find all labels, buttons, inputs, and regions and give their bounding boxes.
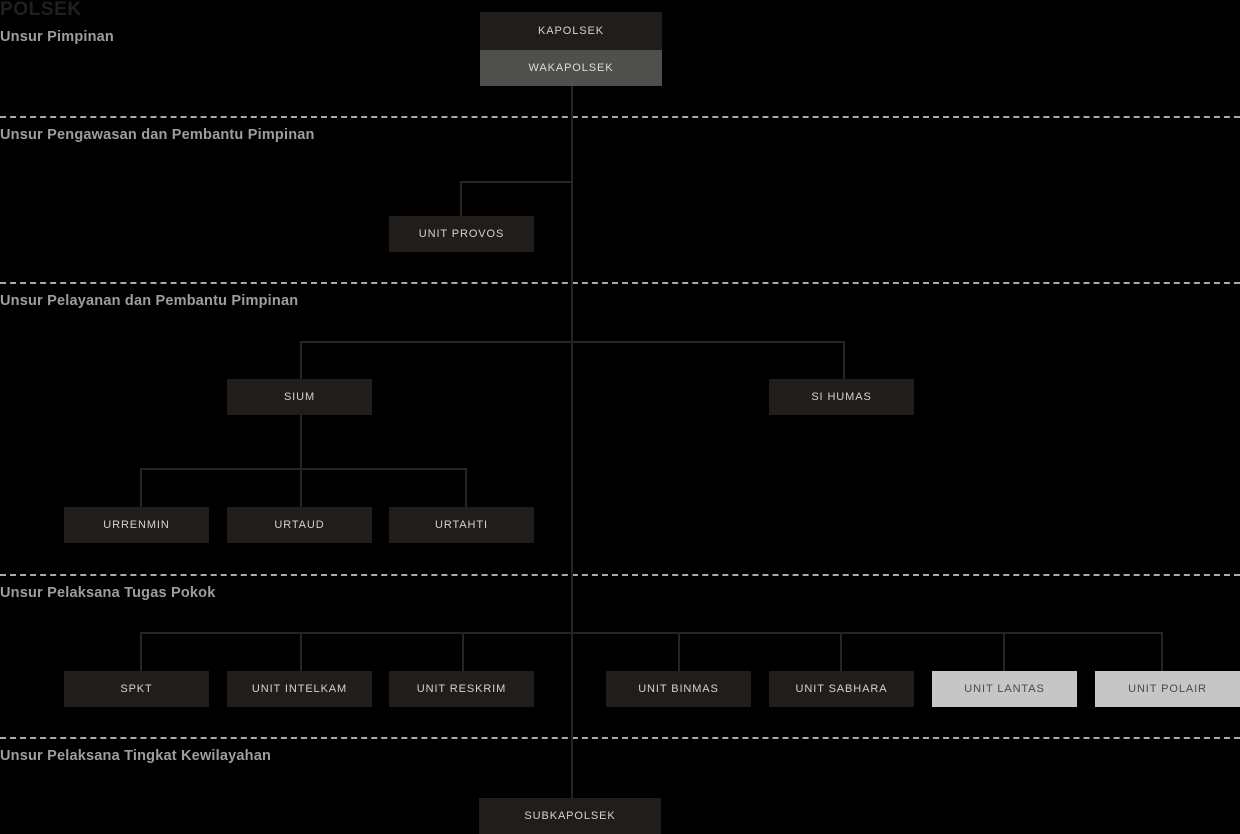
- node-urtahti[interactable]: URTAHTI: [389, 507, 534, 543]
- connector-sium-vertical: [300, 341, 302, 381]
- connector-lantas-vertical: [1003, 632, 1005, 674]
- connector-sabhara-vertical: [840, 632, 842, 674]
- connector-provos-horizontal: [460, 181, 573, 183]
- section-divider-2: [0, 282, 1240, 284]
- section-label-pimpinan: Unsur Pimpinan: [0, 29, 114, 45]
- connector-ur-horizontal: [140, 468, 467, 470]
- section-label-pelaksana: Unsur Pelaksana Tugas Pokok: [0, 585, 216, 601]
- section-label-pelayanan: Unsur Pelayanan dan Pembantu Pimpinan: [0, 293, 299, 309]
- connector-pelaksana-horizontal: [140, 632, 1163, 634]
- node-urrenmin[interactable]: URRENMIN: [64, 507, 209, 543]
- connector-spkt-vertical: [140, 632, 142, 674]
- node-sium[interactable]: SIUM: [227, 379, 372, 415]
- node-unit-binmas[interactable]: UNIT BINMAS: [606, 671, 751, 707]
- connector-reskrim-vertical: [462, 632, 464, 674]
- connector-urrenmin-vertical: [140, 468, 142, 510]
- connector-main-spine: [571, 86, 573, 811]
- node-unit-sabhara[interactable]: UNIT SABHARA: [769, 671, 914, 707]
- connector-binmas-vertical: [678, 632, 680, 674]
- section-divider-4: [0, 737, 1240, 739]
- section-label-kewilayahan: Unsur Pelaksana Tingkat Kewilayahan: [0, 748, 272, 764]
- node-urtaud[interactable]: URTAUD: [227, 507, 372, 543]
- section-divider-1: [0, 116, 1240, 118]
- node-si-humas[interactable]: SI HUMAS: [769, 379, 914, 415]
- node-unit-lantas[interactable]: UNIT LANTAS: [932, 671, 1077, 707]
- node-subkapolsek[interactable]: SUBKAPOLSEK: [479, 798, 661, 834]
- connector-intelkam-vertical: [300, 632, 302, 674]
- connector-urtahti-vertical: [465, 468, 467, 510]
- node-spkt[interactable]: SPKT: [64, 671, 209, 707]
- node-unit-intelkam[interactable]: UNIT INTELKAM: [227, 671, 372, 707]
- connector-provos-vertical: [460, 181, 462, 218]
- section-label-pengawasan: Unsur Pengawasan dan Pembantu Pimpinan: [0, 127, 315, 143]
- connector-sium-down: [300, 415, 302, 510]
- section-divider-3: [0, 574, 1240, 576]
- node-wakapolsek[interactable]: WAKAPOLSEK: [480, 50, 662, 86]
- connector-polair-vertical: [1161, 632, 1163, 674]
- connector-pelayanan-horizontal: [300, 341, 845, 343]
- connector-sihumas-vertical: [843, 341, 845, 381]
- node-unit-polair[interactable]: UNIT POLAIR: [1095, 671, 1240, 707]
- page-title: POLSEK: [0, 0, 82, 20]
- node-unit-reskrim[interactable]: UNIT RESKRIM: [389, 671, 534, 707]
- node-unit-provos[interactable]: UNIT PROVOS: [389, 216, 534, 252]
- node-kapolsek[interactable]: KAPOLSEK: [480, 12, 662, 50]
